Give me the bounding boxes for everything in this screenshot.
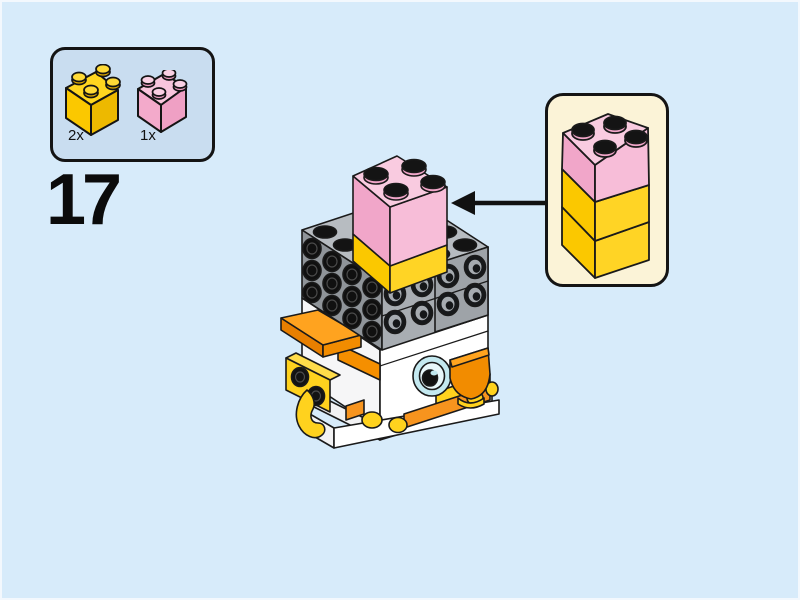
model-illustration	[280, 155, 500, 449]
part-count-label: 1x	[140, 127, 156, 144]
parts-panel: 2x 1x	[50, 47, 215, 162]
brick-stack-icon	[561, 113, 650, 279]
callout-panel	[545, 93, 669, 287]
yellow-2x2-brick-icon	[65, 64, 121, 136]
pink-2x2-brick-icon	[137, 70, 188, 133]
part-count-label: 2x	[68, 127, 84, 144]
step-number: 17	[46, 160, 122, 240]
placement-arrow-icon	[451, 191, 558, 215]
